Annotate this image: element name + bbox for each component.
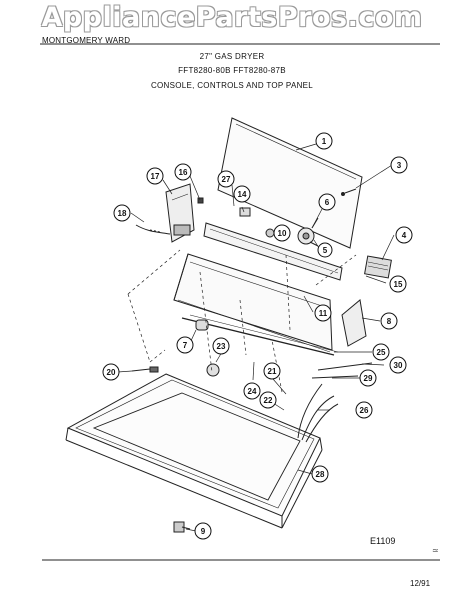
callout-18[interactable] [113,204,131,222]
callout-label: 14 [238,190,247,199]
callout-24[interactable] [243,382,261,400]
callout-label: 10 [278,229,287,238]
callout-label: 1 [322,137,327,146]
callout-9[interactable] [194,522,212,540]
callout-11[interactable] [314,304,332,322]
callout-20[interactable] [102,363,120,381]
callout-label: 30 [394,361,403,370]
callout-label: 28 [316,470,325,479]
callout-14[interactable] [233,185,251,203]
end-cap-right-part [341,299,367,347]
revision-date: 12/91 [410,579,431,588]
callout-label: 9 [201,527,206,536]
callout-22[interactable] [259,391,277,409]
callout-label: 8 [387,317,392,326]
callout-25[interactable] [372,343,390,361]
callout-label: 26 [360,406,369,415]
callout-7[interactable] [176,336,194,354]
callout-label: 29 [364,374,373,383]
back-panel-part [217,117,363,249]
wheel-part [206,363,220,377]
callout-21[interactable] [263,362,281,380]
callout-label: 15 [394,280,403,289]
callout-17[interactable] [146,167,164,185]
callout-23[interactable] [212,337,230,355]
product-title: 27" GAS DRYER [199,52,265,61]
control-strip-part [203,222,343,281]
callout-label: 20 [107,368,116,377]
callout-label: 16 [179,168,188,177]
callout-label: 5 [323,246,328,255]
callout-label: 3 [397,161,402,170]
callout-26[interactable] [355,401,373,419]
section-title: CONSOLE, CONTROLS AND TOP PANEL [150,81,314,90]
callout-label: 22 [264,396,273,405]
callout-label: 21 [268,367,277,376]
callout-label: 18 [118,209,127,218]
svg-text:≃: ≃ [432,546,439,555]
knob-small-part [195,319,209,331]
brand-label: MONTGOMERY WARD [42,36,131,45]
screw-part [341,192,345,196]
callout-29[interactable] [359,369,377,387]
callout-label: 23 [217,342,226,351]
callout-3[interactable] [390,156,408,174]
callout-label: 24 [248,387,257,396]
callout-label: 6 [325,198,330,207]
callout-5[interactable] [317,242,333,258]
callout-1[interactable] [315,132,333,150]
callout-label: 4 [402,231,407,240]
callout-27[interactable] [217,170,235,188]
callout-30[interactable] [389,356,407,374]
callout-15[interactable] [389,275,407,293]
callout-6[interactable] [318,193,336,211]
knob-part [265,228,275,238]
clip-part [239,207,251,217]
callout-16[interactable] [174,163,192,181]
callout-8[interactable] [380,312,398,330]
callout-28[interactable] [311,465,329,483]
callout-label: 27 [222,175,231,184]
callout-label: 11 [319,309,328,318]
diagram-code: E1109 [370,536,396,546]
callout-label: 7 [183,341,188,350]
callout-label: 17 [151,172,160,181]
callout-4[interactable] [395,226,413,244]
watermark-text: AppliancePartsPros.com [41,2,423,33]
callout-10[interactable] [273,224,291,242]
control-module-part [364,255,392,279]
callout-label: 25 [377,348,386,357]
model-numbers: FFT8280-80B FFT8280-87B [178,66,286,75]
top-panel-part [66,373,321,517]
